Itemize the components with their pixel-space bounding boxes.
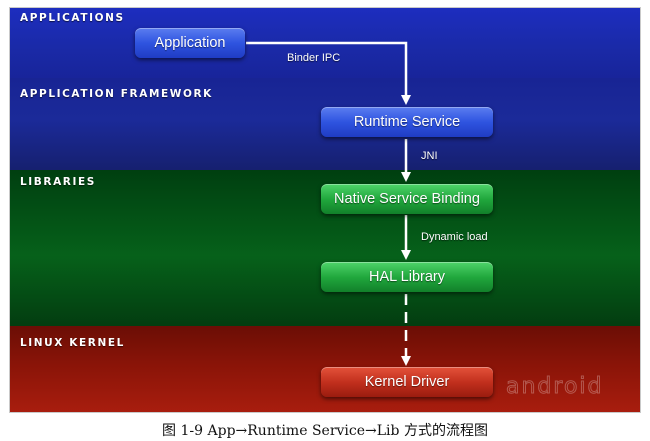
dynamic-load-label: Dynamic load (421, 231, 488, 243)
libraries-layer-label: Libraries (20, 176, 96, 188)
figure-caption: 图 1-9 App→Runtime Service→Lib 方式的流程图 (162, 423, 488, 439)
android-watermark: android (506, 374, 604, 400)
applications-layer-label: Applications (20, 12, 125, 24)
kernel-driver-node: Kernel Driver (321, 367, 493, 397)
binder-ipc-label: Binder IPC (287, 52, 341, 64)
architecture-diagram: Applications Application Framework Libra… (10, 8, 640, 412)
runtime-service-node: Runtime Service (321, 107, 493, 137)
native-service-binding-node: Native Service Binding (321, 184, 493, 214)
libraries-layer: Libraries (10, 170, 640, 326)
hal-library-node: HAL Library (321, 262, 493, 292)
jni-label: JNI (421, 150, 438, 162)
binder-ipc-arrow (246, 41, 411, 105)
linux-kernel-layer-label: Linux Kernel (20, 337, 125, 349)
application-framework-layer-label: Application Framework (20, 88, 213, 100)
connector-arrows (246, 41, 411, 366)
application-node: Application (135, 28, 245, 58)
